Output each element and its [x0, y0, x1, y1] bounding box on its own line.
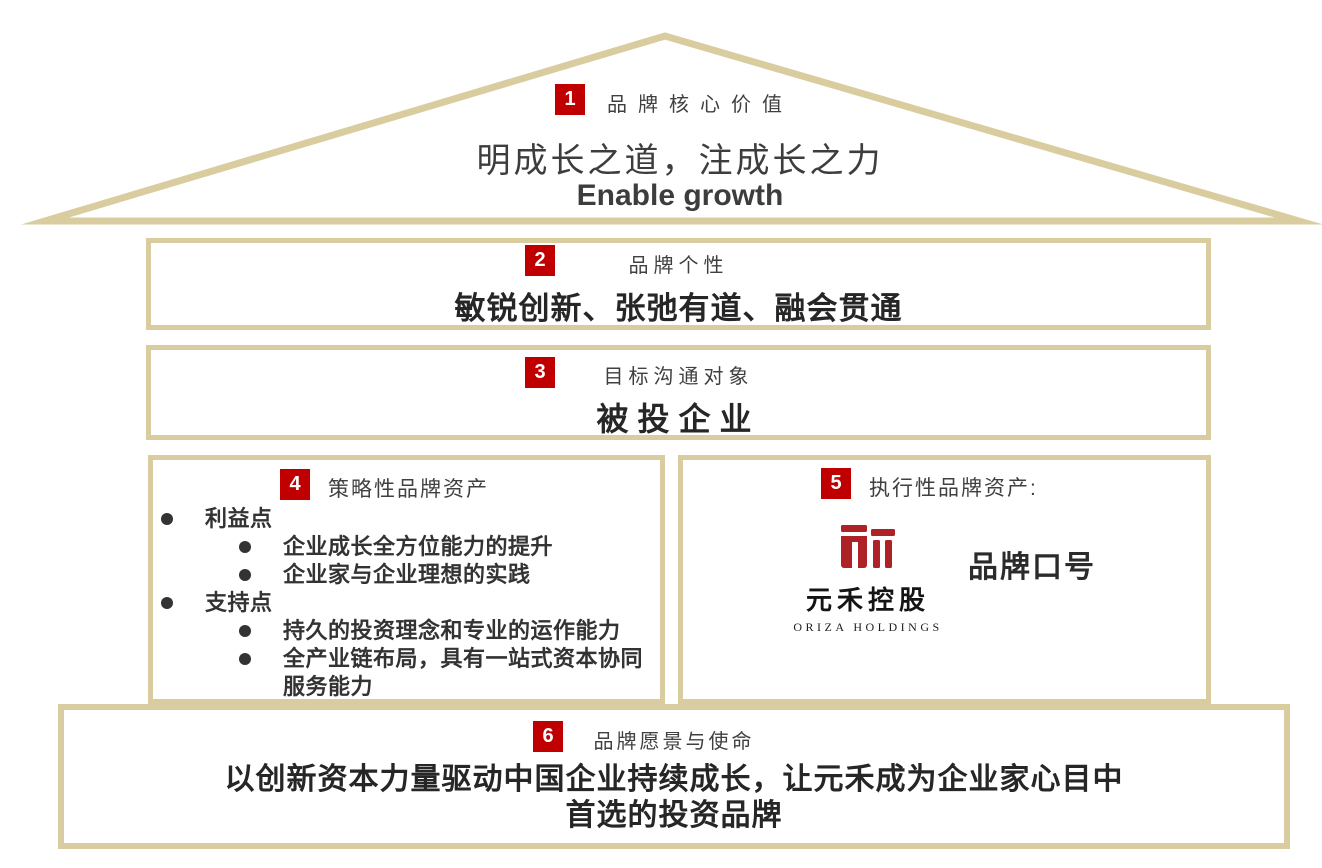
roof-outline	[21, 32, 1322, 225]
personality-label: 品牌个性	[628, 255, 729, 277]
strategic-assets-box: 4 策略性品牌资产 利益点 企业成长全方位能力的提升 企业家与企业理想的实践 支…	[148, 455, 665, 704]
core-value-statement-en: Enable growth	[576, 179, 784, 212]
logo-chinese-name: 元禾控股	[805, 586, 930, 615]
list-item-text: 支持点	[205, 590, 273, 615]
bullet-icon	[239, 541, 251, 553]
list-item: 企业成长全方位能力的提升	[153, 533, 660, 561]
personality-number-badge: 2	[525, 245, 555, 276]
audience-statement: 被投企业	[596, 401, 761, 437]
strategic-assets-list: 利益点 企业成长全方位能力的提升 企业家与企业理想的实践 支持点 持久的投资理念…	[153, 505, 660, 701]
vision-mission-band: 6 品牌愿景与使命 以创新资本力量驱动中国企业持续成长，让元禾成为企业家心目中首…	[58, 704, 1290, 849]
audience-number-badge: 3	[525, 357, 555, 388]
strategic-number-badge: 4	[280, 469, 310, 500]
brand-personality-band: 2 品牌个性 敏锐创新、张弛有道、融会贯通	[146, 238, 1211, 330]
vision-number-badge: 6	[533, 721, 563, 752]
list-item-text: 企业家与企业理想的实践	[283, 562, 531, 587]
core-value-statement-cn: 明成长之道，注成长之力	[476, 142, 884, 180]
vision-mission-statement: 以创新资本力量驱动中国企业持续成长，让元禾成为企业家心目中首选的投资品牌	[224, 763, 1124, 832]
list-item: 企业家与企业理想的实践	[153, 561, 660, 589]
executional-number-badge: 5	[821, 468, 851, 499]
oriza-logo-icon	[841, 525, 895, 568]
vision-mission-label: 品牌愿景与使命	[593, 731, 755, 753]
audience-label: 目标沟通对象	[603, 366, 754, 388]
list-item-text: 持久的投资理念和专业的运作能力	[283, 618, 621, 643]
bullet-icon	[161, 597, 173, 609]
roof-number-badge: 1	[555, 84, 585, 115]
logo-english-name: ORIZA HOLDINGS	[793, 620, 943, 634]
brand-slogan-placeholder: 品牌口号	[968, 551, 1096, 584]
list-item: 持久的投资理念和专业的运作能力	[153, 617, 660, 645]
bullet-icon	[239, 625, 251, 637]
bullet-icon	[239, 653, 251, 665]
roof-section-label: 品牌核心价值	[607, 94, 793, 116]
list-item-text: 全产业链布局，具有一站式资本协同服务能力	[283, 646, 644, 699]
executional-assets-box: 5 执行性品牌资产: 元禾控股 ORIZA HOLDINGS 品牌口号	[678, 455, 1211, 704]
list-item-text: 企业成长全方位能力的提升	[283, 534, 554, 559]
strategic-assets-label: 策略性品牌资产	[328, 478, 489, 501]
list-item: 支持点	[153, 589, 660, 617]
list-item: 利益点	[153, 505, 660, 533]
bullet-icon	[161, 513, 173, 525]
oriza-holdings-logo: 元禾控股 ORIZA HOLDINGS	[783, 520, 953, 635]
list-item-text: 利益点	[205, 506, 273, 531]
target-audience-band: 3 目标沟通对象 被投企业	[146, 345, 1211, 440]
bullet-icon	[239, 569, 251, 581]
executional-assets-label: 执行性品牌资产:	[869, 477, 1038, 500]
personality-statement: 敏锐创新、张弛有道、融会贯通	[454, 291, 903, 326]
list-item: 全产业链布局，具有一站式资本协同服务能力	[153, 645, 660, 701]
